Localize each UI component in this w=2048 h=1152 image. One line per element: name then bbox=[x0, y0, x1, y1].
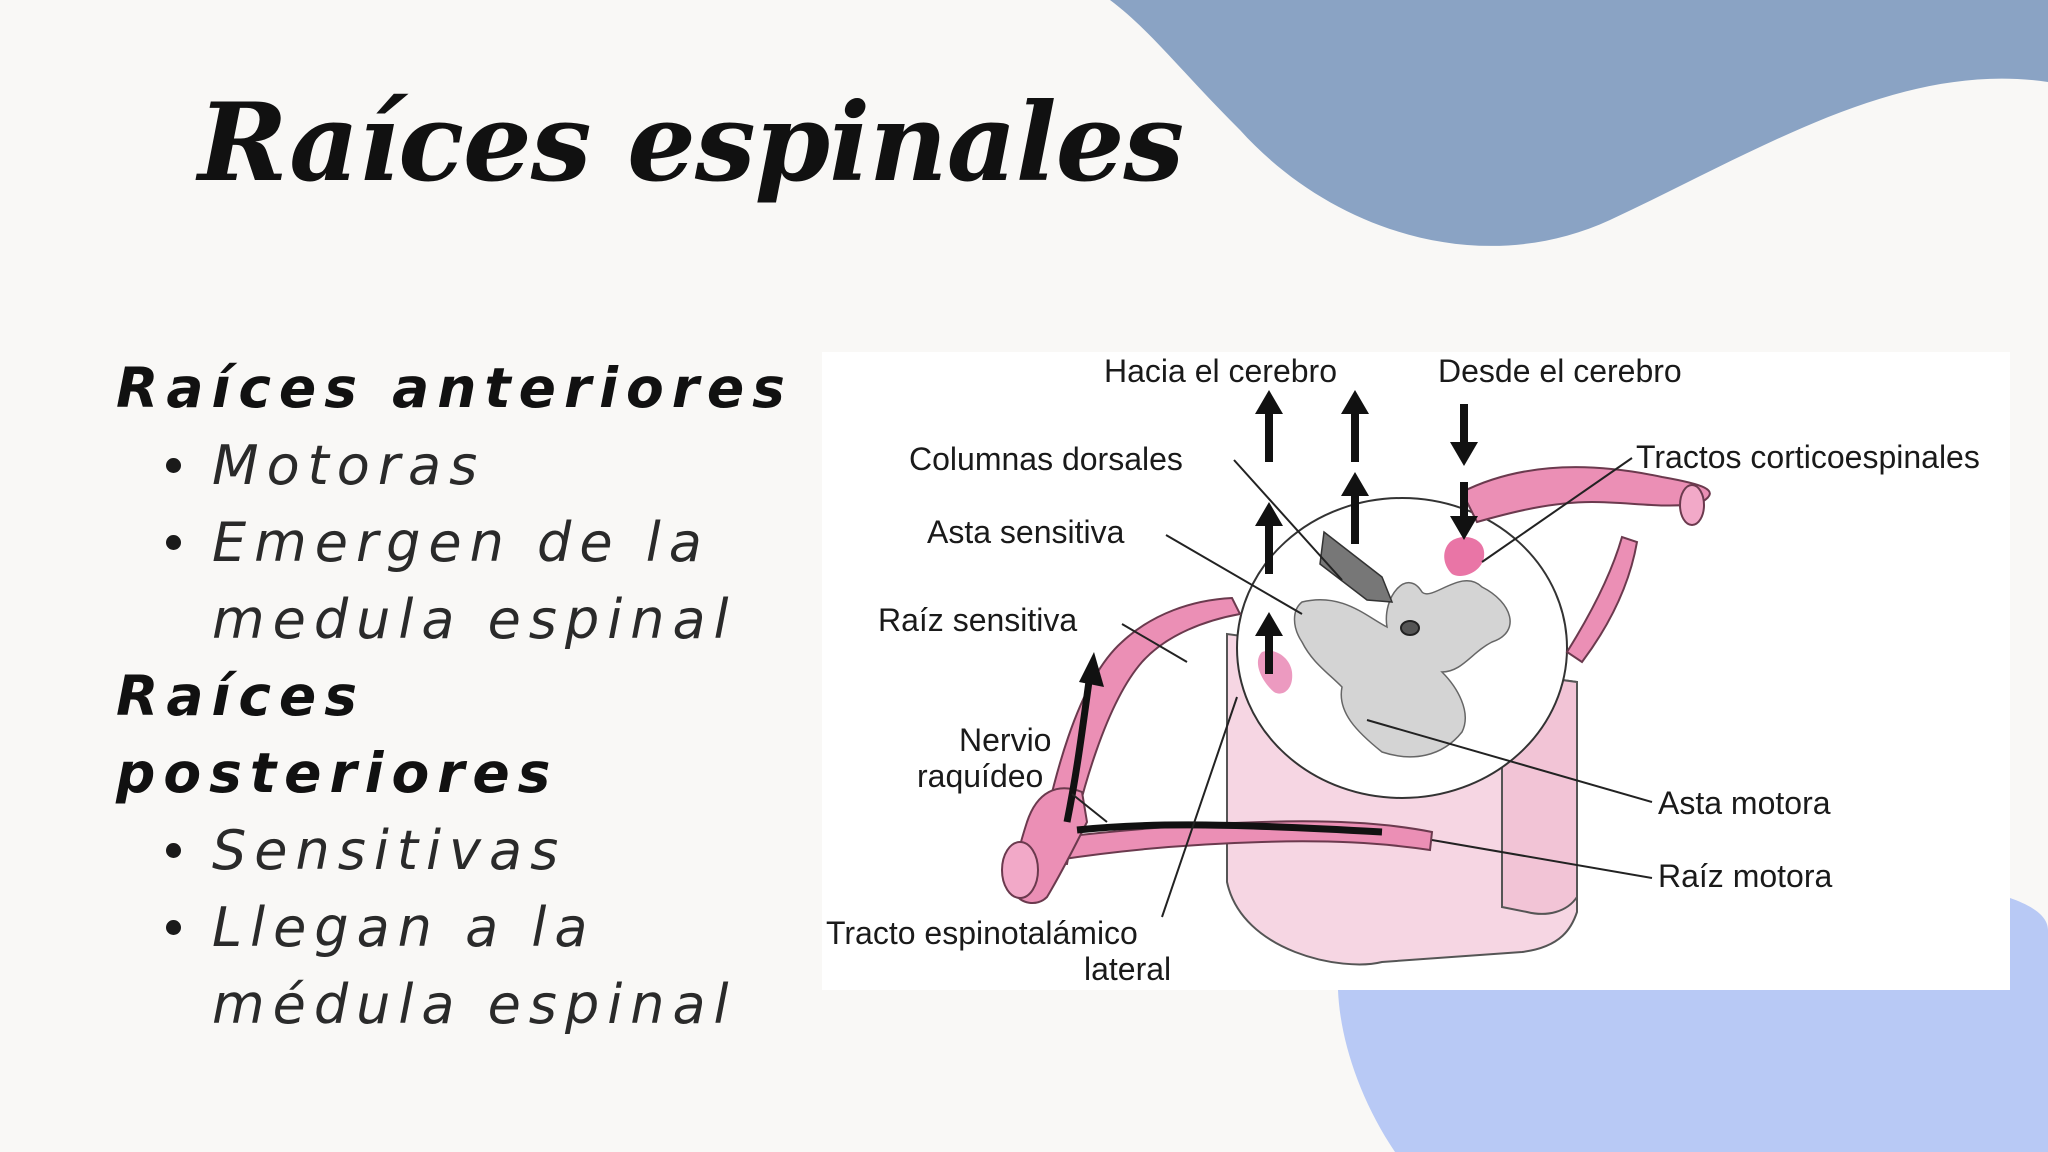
list-item: Motoras bbox=[116, 427, 796, 504]
gray-matter bbox=[1293, 580, 1511, 758]
list-item-text: Llegan a la médula espinal bbox=[212, 896, 737, 1036]
label-spinothalamic-line2: lateral bbox=[1084, 951, 1171, 987]
label-corticospinal-tracts: Tractos corticoespinales bbox=[1636, 439, 1980, 475]
bottom-right-blob bbox=[1338, 898, 2048, 1152]
bullet-dot-icon bbox=[166, 535, 181, 550]
label-spinothalamic-line1: Tracto espinotalámico bbox=[826, 915, 1138, 951]
spinal-nerve-cut-end bbox=[1001, 841, 1039, 899]
label-sensory-horn: Asta sensitiva bbox=[927, 514, 1125, 550]
list-item-text: Motoras bbox=[212, 434, 486, 497]
afferent-pathway-line bbox=[1063, 673, 1094, 823]
label-spinal-nerve-line2: raquídeo bbox=[917, 758, 1043, 794]
dorsal-column-wedge bbox=[1319, 530, 1394, 603]
label-motor-horn: Asta motora bbox=[1658, 785, 1831, 821]
list-item: Emergen de la medula espinal bbox=[116, 504, 796, 658]
label-from-brain: Desde el cerebro bbox=[1438, 353, 1682, 389]
bullet-dot-icon bbox=[166, 920, 181, 935]
arrow-up-icon bbox=[1255, 390, 1283, 462]
label-dorsal-columns: Columnas dorsales bbox=[909, 441, 1183, 477]
spinal-cord-illustration: Hacia el cerebro Desde el cerebro Column… bbox=[826, 353, 1980, 987]
label-sensory-root: Raíz sensitiva bbox=[878, 602, 1077, 638]
list-item-text: Sensitivas bbox=[212, 819, 567, 882]
arrow-up-icon bbox=[1255, 502, 1283, 574]
efferent-pathway-line bbox=[1076, 821, 1383, 836]
heading-anterior-roots: Raíces anteriores bbox=[116, 356, 793, 420]
label-motor-root: Raíz motora bbox=[1658, 858, 1832, 894]
spinal-cord-diagram: Hacia el cerebro Desde el cerebro Column… bbox=[822, 352, 2010, 990]
list-item: Sensitivas bbox=[116, 812, 796, 889]
arrow-down-icon bbox=[1450, 404, 1478, 466]
arrow-up-icon bbox=[1255, 612, 1283, 674]
arrow-down-icon bbox=[1450, 482, 1478, 540]
list-item-text: Emergen de la medula espinal bbox=[212, 511, 737, 651]
leader-lines bbox=[1071, 457, 1653, 918]
content-list: Raíces anteriores Motoras Emergen de la … bbox=[116, 350, 796, 1043]
arrow-up-icon bbox=[1341, 390, 1369, 462]
label-spinal-nerve-line1: Nervio bbox=[959, 722, 1051, 758]
heading-posterior-roots: Raíces posteriores bbox=[116, 664, 559, 805]
label-to-brain: Hacia el cerebro bbox=[1104, 353, 1337, 389]
corticospinal-tract-spot bbox=[1444, 537, 1485, 577]
right-root-upper bbox=[1460, 466, 1711, 524]
bullet-dot-icon bbox=[166, 458, 181, 473]
bullet-dot-icon bbox=[166, 843, 181, 858]
afferent-pathway-arrowhead bbox=[1079, 652, 1104, 687]
arrow-up-icon bbox=[1341, 472, 1369, 544]
slide-title: Raíces espinales bbox=[198, 80, 1184, 206]
list-item: Llegan a la médula espinal bbox=[116, 889, 796, 1043]
top-right-blob bbox=[1110, 0, 2048, 246]
posterior-roots-list: Sensitivas Llegan a la médula espinal bbox=[116, 812, 796, 1043]
right-root-cut-end bbox=[1679, 484, 1705, 526]
anterior-roots-list: Motoras Emergen de la medula espinal bbox=[116, 427, 796, 658]
central-canal bbox=[1400, 620, 1420, 636]
right-root-lower bbox=[1565, 535, 1639, 664]
